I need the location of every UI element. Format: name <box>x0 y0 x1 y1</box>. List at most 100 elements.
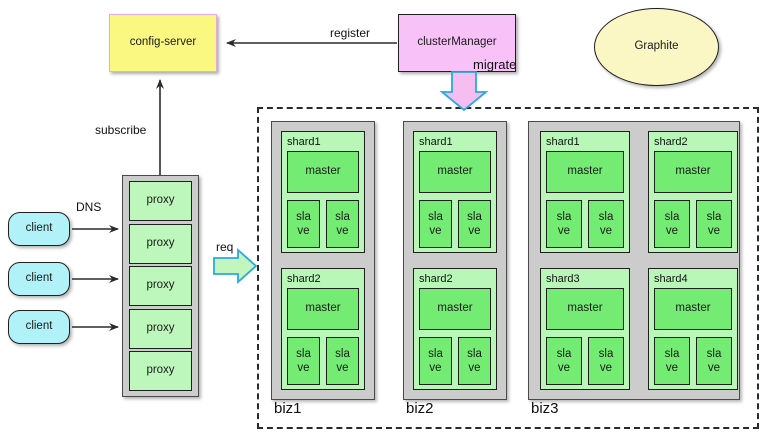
slave-label: sla ve <box>428 347 443 374</box>
node-master[interactable]: master <box>287 288 359 330</box>
shard-title: shard2 <box>654 136 688 148</box>
slave-label: sla ve <box>467 347 482 374</box>
node-proxy-2[interactable]: proxy <box>129 223 192 264</box>
node-slave[interactable]: sla ve <box>654 337 690 385</box>
node-slave[interactable]: sla ve <box>588 337 624 385</box>
node-master[interactable]: master <box>546 288 624 330</box>
node-proxy-1[interactable]: proxy <box>129 181 192 221</box>
slave-label: sla ve <box>296 347 311 374</box>
slave-label: sla ve <box>467 210 482 237</box>
slave-row: sla ve sla ve <box>654 200 732 248</box>
proxy-label: proxy <box>146 321 175 334</box>
node-master[interactable]: master <box>287 151 359 193</box>
client-label: client <box>25 272 53 285</box>
shard-biz3-shard1[interactable]: shard1 master sla ve sla ve <box>540 131 630 253</box>
client-label: client <box>25 222 53 235</box>
slave-label: sla ve <box>706 210 722 237</box>
shard-title: shard1 <box>287 136 321 148</box>
master-label: master <box>305 302 341 315</box>
node-slave[interactable]: sla ve <box>326 337 359 385</box>
edge-req-block-arrow <box>213 247 258 285</box>
node-slave[interactable]: sla ve <box>458 200 491 248</box>
slave-label: sla ve <box>664 210 680 237</box>
node-slave[interactable]: sla ve <box>546 337 582 385</box>
slave-label: sla ve <box>598 347 614 374</box>
master-label: master <box>305 165 341 178</box>
node-slave[interactable]: sla ve <box>696 200 732 248</box>
node-client-2[interactable]: client <box>8 262 70 296</box>
slave-label: sla ve <box>556 347 572 374</box>
slave-label: sla ve <box>428 210 443 237</box>
edge-label-req: req <box>216 240 234 254</box>
master-label: master <box>567 302 603 315</box>
biz1-caption: biz1 <box>274 400 302 417</box>
slave-row: sla ve sla ve <box>546 200 624 248</box>
proxy-cluster-container: proxy proxy proxy proxy proxy <box>122 175 199 397</box>
node-master[interactable]: master <box>419 288 491 330</box>
shard-biz2-shard2[interactable]: shard2 master sla ve sla ve <box>413 268 497 390</box>
node-master[interactable]: master <box>654 288 732 330</box>
node-slave[interactable]: sla ve <box>546 200 582 248</box>
slave-row: sla ve sla ve <box>419 337 491 385</box>
node-master[interactable]: master <box>419 151 491 193</box>
cluster-manager-label: clusterManager <box>417 36 497 49</box>
node-client-1[interactable]: client <box>8 212 70 246</box>
shard-biz3-shard4[interactable]: shard4 master sla ve sla ve <box>648 268 738 390</box>
node-slave[interactable]: sla ve <box>326 200 359 248</box>
shard-biz1-shard2[interactable]: shard2 master sla ve sla ve <box>281 268 365 390</box>
node-slave[interactable]: sla ve <box>458 337 491 385</box>
node-slave[interactable]: sla ve <box>419 200 452 248</box>
slave-label: sla ve <box>335 347 350 374</box>
slave-row: sla ve sla ve <box>546 337 624 385</box>
shard-biz1-shard1[interactable]: shard1 master sla ve sla ve <box>281 131 365 253</box>
shard-biz3-shard2[interactable]: shard2 master sla ve sla ve <box>648 131 738 253</box>
shard-title: shard1 <box>546 136 580 148</box>
slave-row: sla ve sla ve <box>287 337 359 385</box>
proxy-label: proxy <box>146 364 175 377</box>
shard-title: shard4 <box>654 273 688 285</box>
slave-row: sla ve sla ve <box>419 200 491 248</box>
node-proxy-4[interactable]: proxy <box>129 308 192 349</box>
graphite-label: Graphite <box>634 40 679 53</box>
shard-title: shard1 <box>419 136 453 148</box>
proxy-label: proxy <box>146 279 175 292</box>
node-client-3[interactable]: client <box>8 310 70 344</box>
master-label: master <box>675 302 711 315</box>
edge-label-subscribe: subscribe <box>95 123 147 137</box>
slave-label: sla ve <box>296 210 311 237</box>
biz-boundary-dashed <box>257 107 759 429</box>
node-proxy-3[interactable]: proxy <box>129 266 192 306</box>
slave-row: sla ve sla ve <box>654 337 732 385</box>
edge-label-dns: DNS <box>76 200 102 214</box>
node-config-server[interactable]: config-server <box>109 14 217 72</box>
node-slave[interactable]: sla ve <box>588 200 624 248</box>
biz3-caption: biz3 <box>531 400 559 417</box>
proxy-label: proxy <box>146 236 175 249</box>
shard-biz2-shard1[interactable]: shard1 master sla ve sla ve <box>413 131 497 253</box>
node-master[interactable]: master <box>654 151 732 193</box>
master-label: master <box>437 302 473 315</box>
node-slave[interactable]: sla ve <box>287 337 320 385</box>
node-slave[interactable]: sla ve <box>419 337 452 385</box>
slave-label: sla ve <box>598 210 614 237</box>
node-slave[interactable]: sla ve <box>654 200 690 248</box>
slave-label: sla ve <box>556 210 572 237</box>
slave-label: sla ve <box>335 210 350 237</box>
node-slave[interactable]: sla ve <box>287 200 320 248</box>
proxy-label: proxy <box>146 194 175 207</box>
edge-label-migrate: migrate <box>473 57 517 72</box>
biz2-caption: biz2 <box>406 400 434 417</box>
node-proxy-5[interactable]: proxy <box>129 351 192 391</box>
master-label: master <box>675 165 711 178</box>
shard-biz3-shard3[interactable]: shard3 master sla ve sla ve <box>540 268 630 390</box>
master-label: master <box>437 165 473 178</box>
edge-migrate-block-arrow <box>439 71 489 112</box>
node-slave[interactable]: sla ve <box>696 337 732 385</box>
slave-row: sla ve sla ve <box>287 200 359 248</box>
shard-title: shard3 <box>546 273 580 285</box>
config-server-label: config-server <box>129 36 197 49</box>
client-label: client <box>25 320 53 333</box>
node-graphite[interactable]: Graphite <box>594 8 719 86</box>
node-master[interactable]: master <box>546 151 624 193</box>
